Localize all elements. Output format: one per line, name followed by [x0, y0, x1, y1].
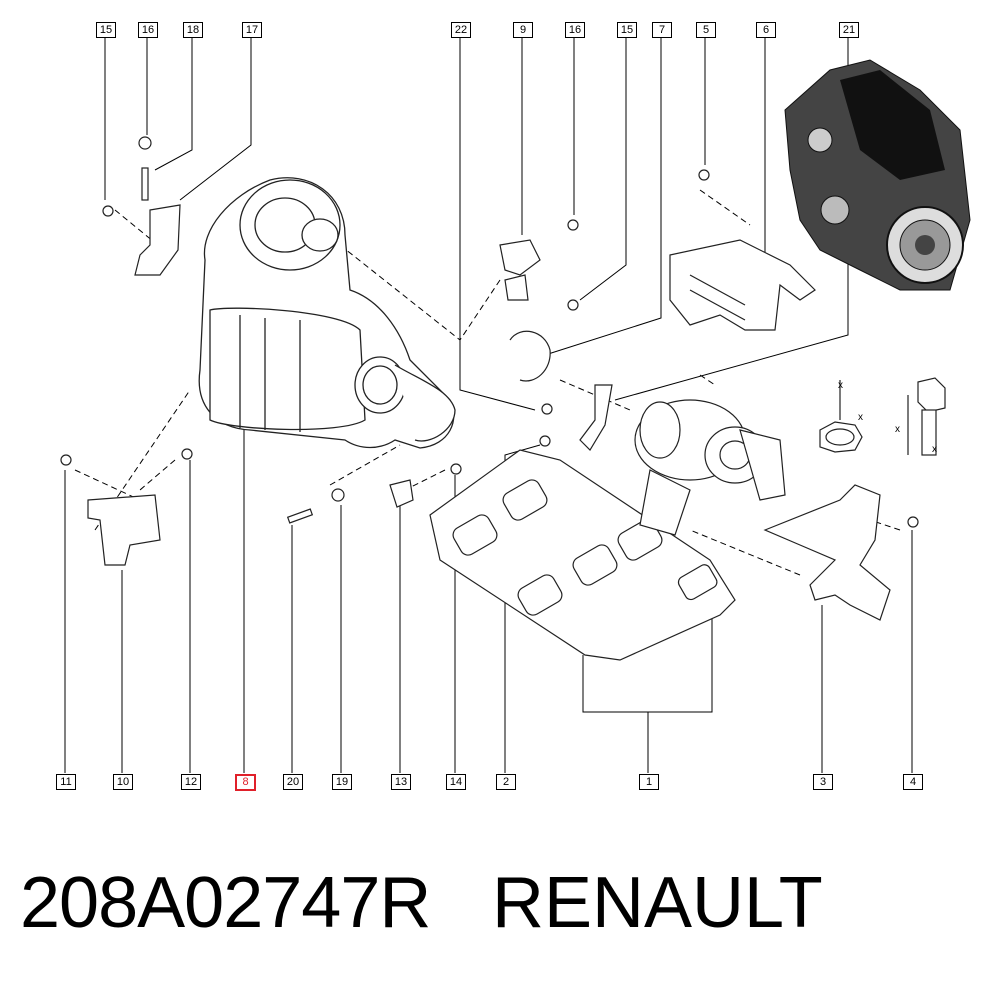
assembly-line	[559, 379, 631, 411]
assembly-line	[94, 389, 191, 531]
leader-line	[459, 37, 536, 411]
dimension-labels: x x x x	[838, 380, 937, 455]
assembly-line	[339, 244, 461, 341]
callout-14: 14	[446, 774, 466, 790]
catalytic-converter	[198, 177, 456, 449]
assembly-line	[869, 519, 901, 531]
callout-2: 2	[496, 774, 516, 790]
exhaust-manifold	[429, 449, 736, 661]
assembly-line	[139, 459, 176, 491]
callout-1: 1	[639, 774, 659, 790]
engine-thumbnail	[784, 59, 971, 291]
turbocharger	[579, 384, 786, 536]
dimension-mark: x	[838, 380, 843, 391]
clamp-and-bracket	[499, 239, 551, 382]
callout-15: 15	[617, 22, 637, 38]
part-number: 208A02747R	[20, 863, 431, 943]
support-bracket-top	[102, 136, 181, 276]
leader-line	[154, 37, 193, 171]
callout-13: 13	[391, 774, 411, 790]
exploded-parts-diagram: x x x x	[60, 37, 971, 773]
callout-4: 4	[903, 774, 923, 790]
brand-name: RENAULT	[492, 863, 823, 943]
assembly-line	[114, 209, 171, 256]
callout-8-highlighted: 8	[235, 774, 256, 791]
assembly-line	[404, 469, 446, 491]
assembly-line	[329, 444, 401, 486]
callout-22: 22	[451, 22, 471, 38]
callout-16: 16	[565, 22, 585, 38]
bolt-detail	[907, 377, 946, 456]
callout-19: 19	[332, 774, 352, 790]
callout-9: 9	[513, 22, 533, 38]
assembly-line	[74, 469, 141, 501]
callout-7: 7	[652, 22, 672, 38]
callout-10: 10	[113, 774, 133, 790]
assembly-line	[699, 374, 716, 386]
nut-detail	[819, 380, 863, 453]
callout-5: 5	[696, 22, 716, 38]
assembly-line	[699, 189, 751, 226]
callout-3: 3	[813, 774, 833, 790]
leader-line	[504, 444, 541, 773]
caption: 208A02747R RENAULT	[20, 858, 980, 958]
callout-6: 6	[756, 22, 776, 38]
callout-15: 15	[96, 22, 116, 38]
heat-shield	[669, 239, 816, 331]
callout-12: 12	[181, 774, 201, 790]
leader-line	[739, 37, 766, 271]
callout-17: 17	[242, 22, 262, 38]
diagram-drawing: x x x x	[60, 37, 971, 773]
callout-11: 11	[56, 774, 76, 790]
leader-line	[179, 37, 252, 201]
callout-20: 20	[283, 774, 303, 790]
turbo-bracket	[763, 484, 891, 621]
callout-21: 21	[839, 22, 859, 38]
support-bracket-lower	[60, 448, 193, 566]
callout-18: 18	[183, 22, 203, 38]
dimension-mark: x	[858, 412, 863, 423]
dimension-mark: x	[895, 424, 900, 435]
callout-16: 16	[138, 22, 158, 38]
leader-line	[579, 37, 627, 301]
assembly-line	[459, 279, 501, 341]
fasteners	[286, 169, 919, 528]
dimension-mark: x	[932, 444, 937, 455]
leader-line	[544, 37, 662, 356]
